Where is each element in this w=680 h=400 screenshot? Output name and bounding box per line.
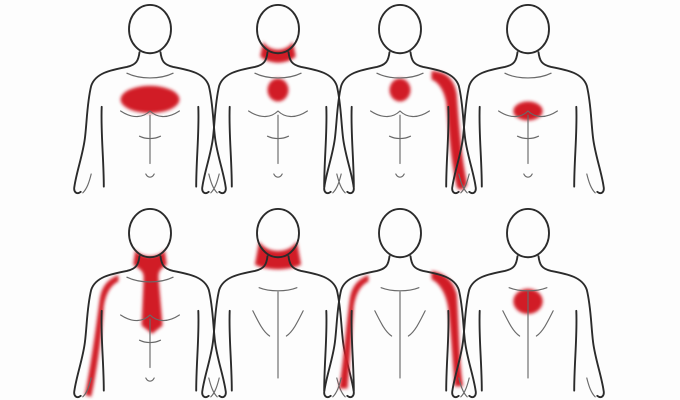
scapula-left xyxy=(502,310,521,337)
body-outline-left xyxy=(201,255,269,399)
body-outline-right xyxy=(409,51,477,195)
figure-8 xyxy=(451,208,605,399)
right-hand xyxy=(208,377,218,398)
right-hand xyxy=(208,173,218,194)
pain-right-arm-strip xyxy=(84,275,119,397)
pain-neck-tie xyxy=(133,249,167,334)
pain-center-chest-spot xyxy=(389,78,411,102)
figure-7 xyxy=(323,208,477,399)
navel xyxy=(395,173,405,178)
left-hand xyxy=(460,173,470,194)
pectoral-line xyxy=(120,314,180,322)
upper-back-line xyxy=(258,287,298,292)
head-outline xyxy=(378,4,422,55)
scapula-right xyxy=(535,310,554,337)
scapula-right xyxy=(285,310,304,337)
left-hand xyxy=(82,377,92,398)
left-hand xyxy=(82,173,92,194)
pectoral-line xyxy=(370,110,430,118)
pectoral-line xyxy=(120,110,180,118)
right-hand xyxy=(336,377,346,398)
pain-left-arm-outer xyxy=(431,270,463,387)
left-hand xyxy=(210,377,220,398)
figure-1 xyxy=(73,4,227,195)
body-outline-left xyxy=(323,255,391,399)
pain-center-chest-spot xyxy=(267,78,289,102)
body-outline-left xyxy=(323,51,391,195)
head-outline xyxy=(256,4,300,55)
body-outline-right xyxy=(537,255,605,399)
navel xyxy=(273,173,283,178)
upper-back-line xyxy=(508,287,548,292)
figure-5 xyxy=(73,208,227,399)
body-outline-left xyxy=(73,51,141,195)
body-outline-left xyxy=(201,51,269,195)
collarbone xyxy=(254,72,302,79)
navel xyxy=(523,173,533,178)
figure-6 xyxy=(201,208,355,399)
pectoral-line xyxy=(498,110,558,118)
body-outline-right xyxy=(409,255,477,399)
navel xyxy=(145,173,155,178)
collarbone xyxy=(126,276,174,283)
right-hand xyxy=(336,173,346,194)
head-outline xyxy=(128,208,172,259)
pain-neck-band xyxy=(260,41,296,63)
head-outline xyxy=(256,208,300,259)
body-outline-right xyxy=(287,255,355,399)
body-outline-right xyxy=(159,255,227,399)
collarbone xyxy=(504,72,552,79)
pain-left-shoulder-arm xyxy=(431,71,468,190)
scapula-left xyxy=(252,310,271,337)
abdomen-line xyxy=(388,135,412,140)
left-hand xyxy=(460,377,470,398)
body-outline-right xyxy=(287,51,355,195)
pectoral-line xyxy=(248,110,308,118)
body-outline-right xyxy=(537,51,605,195)
right-hand xyxy=(458,173,468,194)
abdomen-line xyxy=(516,135,540,140)
abdomen-line xyxy=(138,339,162,344)
pain-neck-collar xyxy=(254,241,302,270)
navel xyxy=(145,377,155,382)
abdomen-line xyxy=(138,135,162,140)
head-outline xyxy=(378,208,422,259)
collarbone xyxy=(376,72,424,79)
figure-4 xyxy=(451,4,605,195)
right-hand xyxy=(586,377,596,398)
body-outline-left xyxy=(451,51,519,195)
scapula-left xyxy=(374,310,393,337)
figure-3 xyxy=(323,4,477,195)
head-outline xyxy=(128,4,172,55)
head-outline xyxy=(506,4,550,55)
collarbone xyxy=(126,72,174,79)
upper-back-line xyxy=(380,287,420,292)
scapula-right xyxy=(407,310,426,337)
abdomen-line xyxy=(266,135,290,140)
left-hand xyxy=(332,173,342,194)
figure-2 xyxy=(201,4,355,195)
right-hand xyxy=(458,377,468,398)
pain-center-chest-wide xyxy=(120,85,180,114)
pain-right-arm-outer xyxy=(339,275,369,389)
head-outline xyxy=(506,208,550,259)
left-hand xyxy=(332,377,342,398)
body-outline-right xyxy=(159,51,227,195)
left-hand xyxy=(210,173,220,194)
body-outline-left xyxy=(451,255,519,399)
right-hand xyxy=(586,173,596,194)
body-outline-left xyxy=(73,255,141,399)
